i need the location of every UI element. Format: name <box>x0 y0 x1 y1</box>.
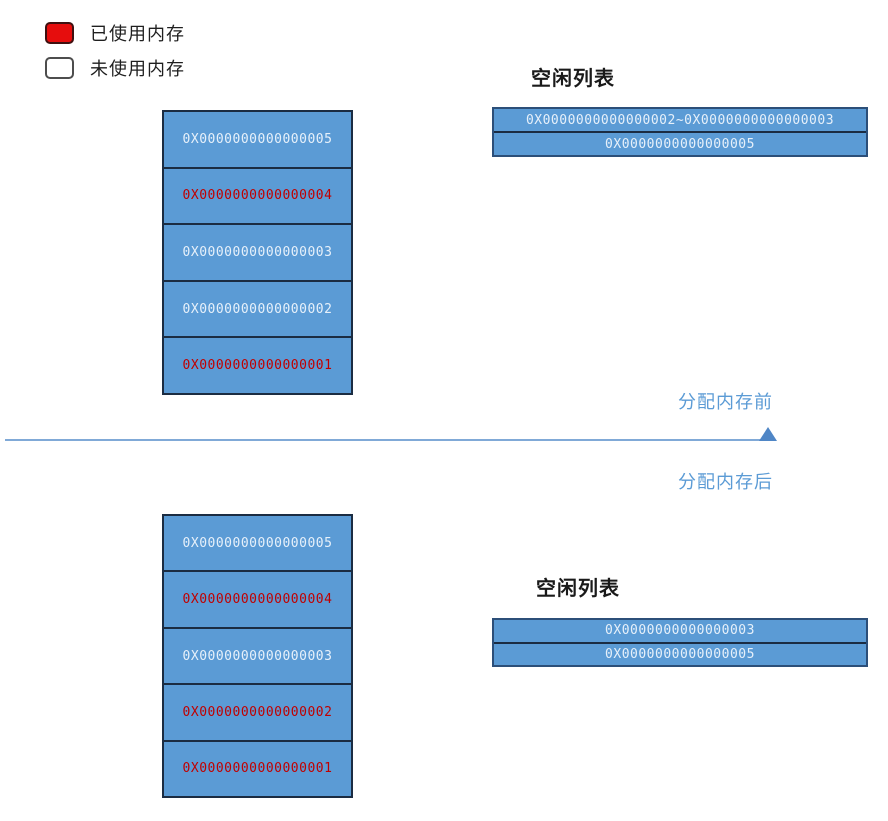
free-list-entry: 0X0000000000000005 <box>494 131 866 155</box>
legend: 已使用内存 未使用内存 <box>45 21 185 91</box>
free-list-entry: 0X0000000000000002~0X0000000000000003 <box>494 109 866 131</box>
memory-block: 0X0000000000000003 <box>164 223 351 280</box>
free-list-before: 0X0000000000000002~0X0000000000000003 0X… <box>492 107 868 157</box>
free-list-title-after: 空闲列表 <box>536 578 620 600</box>
memory-block: 0X0000000000000003 <box>164 626 351 684</box>
memory-block: 0X0000000000000002 <box>164 279 351 337</box>
free-list-entry: 0X0000000000000005 <box>494 641 866 665</box>
free-list-entry: 0X0000000000000003 <box>494 620 866 642</box>
memory-block: 0X0000000000000004 <box>164 166 351 224</box>
memory-block: 0X0000000000000002 <box>164 683 351 740</box>
memory-block: 0X0000000000000001 <box>164 739 351 797</box>
divider-line <box>5 439 763 441</box>
free-memory-swatch-icon <box>45 57 74 79</box>
memory-block: 0X0000000000000004 <box>164 570 351 627</box>
free-list-title-before: 空闲列表 <box>531 68 615 90</box>
used-memory-swatch-icon <box>45 22 74 44</box>
phase-label-after: 分配内存后 <box>678 472 773 492</box>
legend-label-free: 未使用内存 <box>90 59 185 79</box>
memory-block: 0X0000000000000005 <box>164 516 351 571</box>
up-arrow-icon <box>759 427 777 441</box>
free-list-after: 0X0000000000000003 0X0000000000000005 <box>492 618 868 667</box>
memory-stack-after: 0X0000000000000005 0X0000000000000004 0X… <box>162 514 353 798</box>
legend-label-used: 已使用内存 <box>90 24 185 44</box>
memory-block: 0X0000000000000001 <box>164 336 351 393</box>
legend-item-used: 已使用内存 <box>45 21 185 45</box>
memory-stack-before: 0X0000000000000005 0X0000000000000004 0X… <box>162 110 353 395</box>
phase-label-before: 分配内存前 <box>678 392 773 412</box>
legend-item-free: 未使用内存 <box>45 56 185 80</box>
memory-block: 0X0000000000000005 <box>164 112 351 167</box>
